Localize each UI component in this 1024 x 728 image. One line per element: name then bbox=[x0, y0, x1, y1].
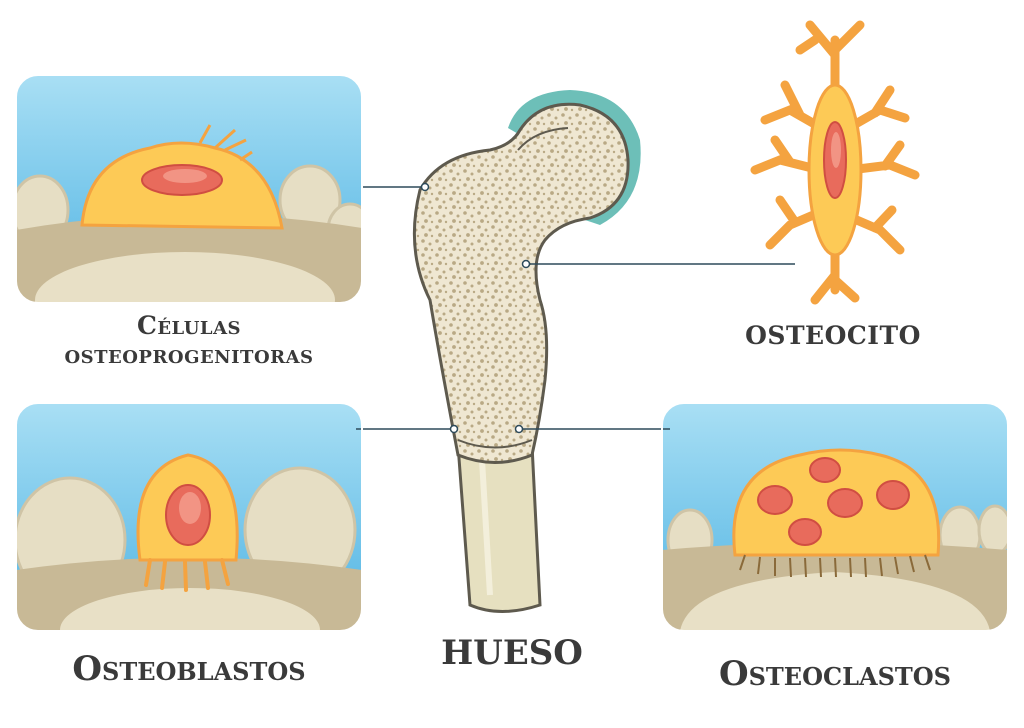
osteocyte-cell bbox=[750, 20, 920, 305]
osteoclast-cell bbox=[732, 448, 941, 578]
bone-label: HUESO bbox=[441, 633, 583, 673]
osteocyte-label: OSTEOCITO bbox=[745, 321, 921, 350]
osteoprogenitor-label-line1: Células bbox=[136, 311, 242, 340]
bone-shaft bbox=[456, 443, 542, 613]
osteoblast-cell bbox=[136, 453, 239, 592]
leader-lines bbox=[356, 186, 795, 430]
osteoblast-panel bbox=[16, 403, 362, 631]
osteoclast-label: Osteoclastos bbox=[718, 654, 952, 694]
osteoblast-label: Osteoblastos bbox=[72, 649, 306, 689]
osteoprogenitor-cell bbox=[80, 124, 284, 230]
panel-frame bbox=[15, 402, 363, 632]
bone-spongy-head bbox=[412, 102, 630, 464]
panel-frame bbox=[15, 74, 363, 304]
osteoclast-panel bbox=[662, 403, 1008, 631]
osteoprogenitor-label: Células osteoprogenitoras bbox=[16, 311, 362, 370]
panel-frame bbox=[661, 402, 1009, 632]
bone-illustration bbox=[412, 90, 641, 613]
osteoprogenitor-label-line2: osteoprogenitoras bbox=[64, 339, 314, 369]
osteoprogenitor-panel bbox=[16, 75, 362, 303]
leader-dots bbox=[420, 182, 531, 434]
